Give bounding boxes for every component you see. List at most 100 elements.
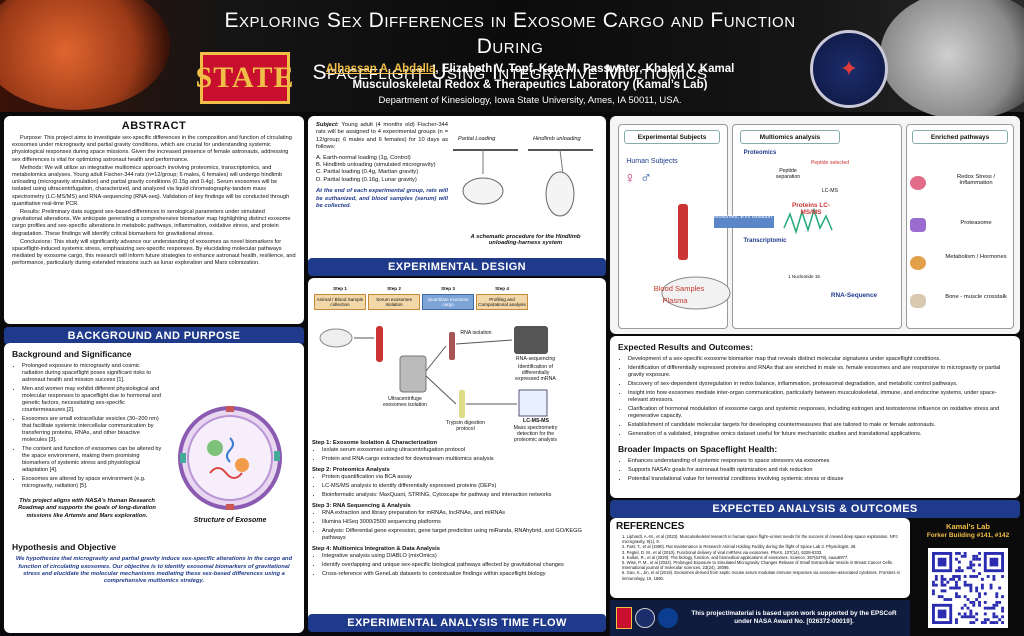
group-item: D. Partial loading (0.16g, Lunar gravity… <box>316 176 417 183</box>
step1-bullet: Protein and RNA cargo extracted for down… <box>322 456 602 463</box>
proteasome-icon <box>910 218 926 232</box>
abstract-heading: ABSTRACT <box>121 120 187 132</box>
membrane-protein <box>226 504 234 510</box>
group-item: A. Earth-normal loading (1g, Control) <box>316 154 411 161</box>
background-bullet: Exosomes are small extracellular vesicle… <box>22 416 162 444</box>
expected-bullet: Insight into how exosomes mediate inter-… <box>628 390 1012 404</box>
abstract-purpose: Purpose: This project aims to investigat… <box>12 135 292 163</box>
reference-item: 6. Gao, K., Jin, et al (2019). Exosomes … <box>622 570 900 581</box>
trypsin-label: Trypsin digestion protocol <box>445 420 486 432</box>
step3-heading: Step 3: RNA Sequencing & Analysis <box>312 503 411 509</box>
subject-text: Young adult (4 months old) Fischer-344 r… <box>316 122 448 151</box>
subject-label: Subject: <box>316 122 339 128</box>
metabolism-icon <box>910 256 926 270</box>
lcms-label: LC-MS-MS <box>523 418 549 424</box>
step4-bullet: Identify overlapping and unique sex-spec… <box>322 562 602 569</box>
moon-image <box>880 0 1024 120</box>
membrane-protein <box>274 451 280 461</box>
group-item: C. Partial loading (0.4g, Martian gravit… <box>316 169 419 176</box>
step2-heading: Step 2: Proteomics Analysis <box>312 467 390 473</box>
pathway-label: Proteasome <box>960 220 992 226</box>
rat-partial <box>462 177 504 205</box>
female-icon: ♀ <box>624 170 636 187</box>
transcriptomic-label: Transcriptomic <box>743 238 787 244</box>
step3-bullet: RNA extraction and library preparation f… <box>322 510 602 517</box>
human-subjects-label: Human Subjects <box>626 158 678 165</box>
step-box: Serum exosomes Isolation <box>368 294 420 310</box>
expected-bullet: Generation of a validated, integrative o… <box>628 431 1012 438</box>
rat-hindlimb <box>545 171 575 217</box>
abstract-conclusions: Conclusions: This study will significant… <box>12 238 296 267</box>
reference-item: 1. Liphardt, A.-M., et al (2023). Muscul… <box>622 534 898 545</box>
authors: Alhassan A. Abdalla, Elizabeth V. Topf, … <box>260 63 800 75</box>
hindlimb-label: Hindlimb unloading <box>533 136 581 142</box>
proteins-label: Proteins LC-MS/MS <box>792 202 830 216</box>
nasa-space-grant-logo: ✦ <box>810 30 888 108</box>
background-banner: BACKGROUND AND PURPOSE <box>4 327 304 345</box>
blood-tube-icon <box>678 204 688 260</box>
rna-sequence-label: RNA-Sequence <box>830 292 878 299</box>
flow-arrow <box>425 345 447 372</box>
department: Department of Kinesiology, Iowa State Un… <box>378 95 682 106</box>
step3-bullet: Illumina HiSeq 3000/2500 sequencing plat… <box>322 519 602 526</box>
ultracentrifuge-label: Ultracentrifuge exosomes isolation <box>382 396 428 408</box>
step-number: Step 2 <box>387 286 401 291</box>
impact-heading: Broader Impacts on Spaceflight Health: <box>618 444 778 454</box>
expected-bullet: Discovery of sex-dependent dysregulation… <box>628 381 1012 388</box>
pathway-label: Bone - muscle crosstalk <box>945 294 1007 300</box>
flow-arrow <box>455 339 513 345</box>
reference-item: 4. Kalluri, R., et al (2020). The biolog… <box>622 554 849 560</box>
rna-tube-icon <box>449 332 455 360</box>
harness-schematic <box>453 149 593 217</box>
references-heading: REFERENCES <box>616 521 685 532</box>
nucleotide-label: 1 Nucleotide 15 <box>788 274 820 279</box>
step2-bullet: Bioinformatic analysis: MaxQuant, STRING… <box>322 492 602 499</box>
design-banner: EXPERIMENTAL DESIGN <box>308 258 606 276</box>
abstract-methods: Methods: We will utilize an integrative … <box>12 164 290 207</box>
rat-icon <box>661 276 731 310</box>
blood-tube-icon <box>376 326 383 362</box>
flow-panel: Step 1 Step 2 Step 3 Step 4 Animal / Blo… <box>308 278 606 623</box>
nasa-small-logo <box>658 608 678 628</box>
hypothesis-heading: Hypothesis and Objective <box>12 542 116 553</box>
expected-banner: EXPECTED ANALYSIS & OUTCOMES <box>610 500 1020 518</box>
step2-bullet: LC-MS/MS analysis to identify differenti… <box>322 483 602 490</box>
abstract-results: Results: Preliminary data suggest sex-ba… <box>12 209 291 237</box>
expected-bullet: Establishment of candidate molecular tar… <box>628 422 1012 429</box>
membrane-protein <box>226 406 234 412</box>
qr-code[interactable] <box>928 548 1008 628</box>
pathway-label: Metabolism / Hormones <box>945 254 1007 260</box>
lcms-diagram-label: LC-MS <box>821 188 839 194</box>
building-label: Forker Building #141, #142 <box>926 532 1010 539</box>
blood-samples-label: Blood Samples <box>653 284 705 293</box>
partial-loading-label: Partial Loading <box>458 136 496 142</box>
impact-bullet: Potential translational value for terres… <box>628 476 1012 483</box>
expected-heading: Expected Results and Outcomes: <box>618 342 754 352</box>
space-grant-small-logo <box>635 608 655 628</box>
membrane-protein <box>180 453 186 463</box>
dna-cargo <box>226 437 234 463</box>
step4-bullet: Integrative analysis using DIABLO (mixOm… <box>322 553 602 560</box>
background-bullet: Men and women may exhibit different phys… <box>22 386 162 414</box>
step-box: Profiling and Computational analysis <box>476 294 528 310</box>
male-icon: ♂ <box>640 170 652 187</box>
impact-bullet: Supports NASA’s goals for astronaut heal… <box>628 467 1012 474</box>
protein-cargo <box>207 440 223 456</box>
lead-author: Alhassan A. Abdalla <box>325 63 436 75</box>
proteomics-label: Proteomics <box>743 150 777 156</box>
flow-arrow <box>425 375 457 405</box>
references-panel: REFERENCES 1. Liphardt, A.-M., et al (20… <box>610 518 910 598</box>
step1-heading: Step 1: Exosome Isolation & Characteriza… <box>312 440 437 446</box>
protein-cargo <box>235 458 249 472</box>
diagram-illustration <box>661 204 833 310</box>
exosomes-label: Exosomes, EVs Isolation <box>712 214 772 220</box>
pathway-label: Redox Stress / Inflammation <box>956 174 996 186</box>
sequencer-icon <box>514 326 548 354</box>
isu-logo: STATE <box>196 52 293 104</box>
design-panel: Subject: Young adult (4 months old) Fisc… <box>308 116 606 266</box>
coauthors: , Elizabeth V. Topf, Kate M. Passwater, … <box>435 63 735 75</box>
mrna-identification-label: Identification of differentially express… <box>515 364 556 382</box>
exosome-inner-membrane <box>187 415 273 501</box>
flow-banner: EXPERIMENTAL ANALYSIS TIME FLOW <box>308 614 606 632</box>
title-line-1: Exploring Sex Differences in Exosome Car… <box>224 9 796 58</box>
